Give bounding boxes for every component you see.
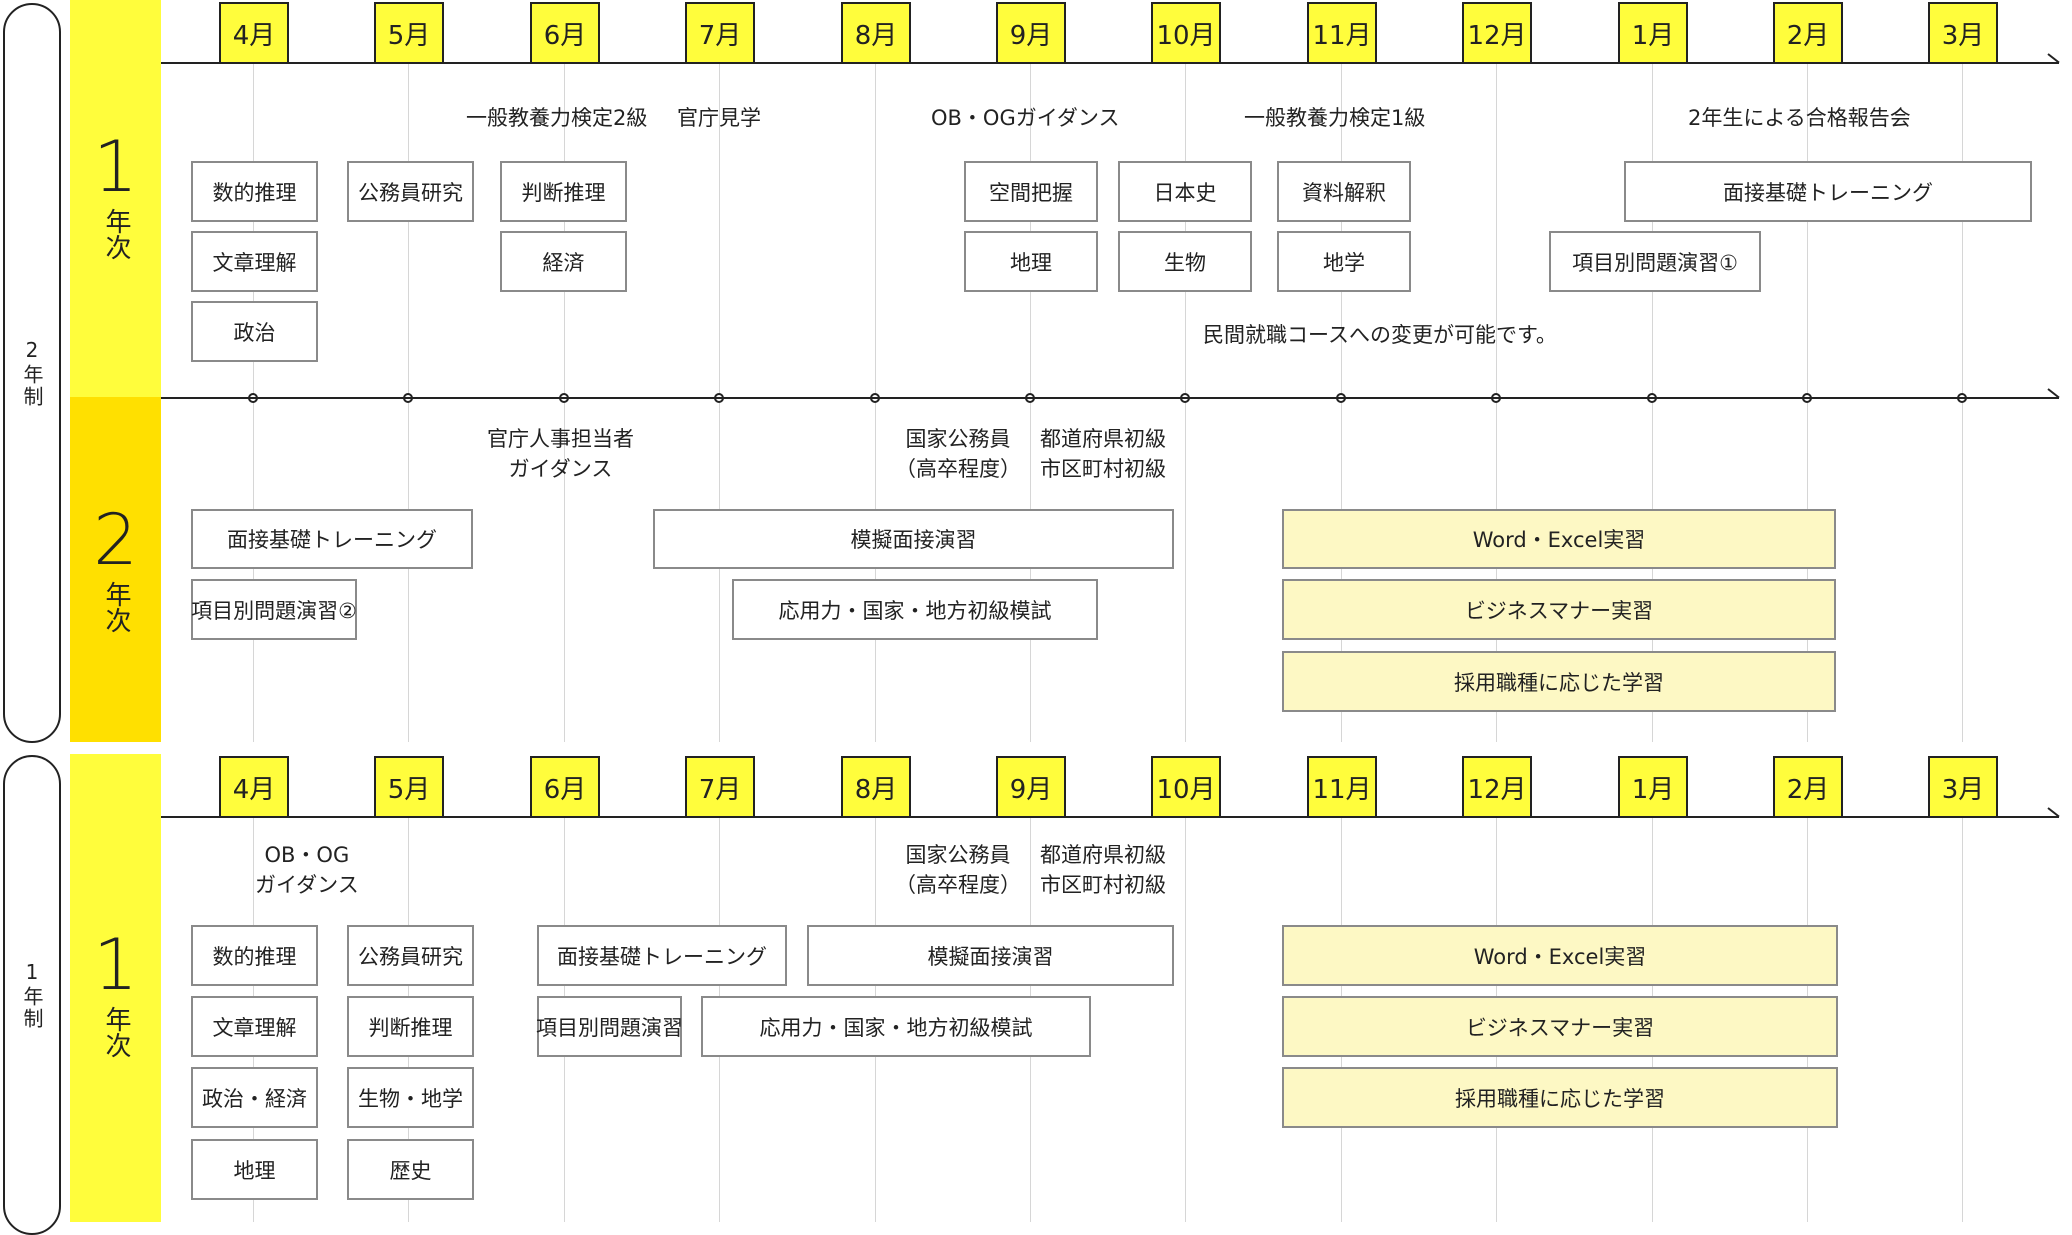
year-label-2y-first: 1 年次 (70, 132, 161, 260)
timeline-bottom (161, 816, 2059, 818)
note-kancho-jinji: 官庁人事担当者 ガイダンス (487, 427, 634, 482)
box-word-excel-1y: Word・Excel実習 (1282, 925, 1838, 986)
month-header: 1月 (1618, 756, 1688, 816)
box-koumuin-kenkyu: 公務員研究 (347, 161, 474, 222)
box-business-manner-1y: ビジネスマナー実習 (1282, 996, 1838, 1057)
month-header: 10月 (1151, 2, 1221, 62)
box-suteki-suiri-1y: 数的推理 (191, 925, 318, 986)
note-kancho-kengaku: 官庁見学 (677, 106, 761, 130)
month-header: 5月 (374, 756, 444, 816)
note-obog-guidance: OB・OGガイダンス (931, 106, 1120, 130)
month-header: 6月 (530, 2, 600, 62)
year-number: 1 (93, 924, 138, 1006)
box-seiji: 政治 (191, 301, 318, 362)
box-chigaku: 地学 (1277, 231, 1411, 292)
month-header: 3月 (1928, 2, 1998, 62)
box-koumuin-kenkyu-1y: 公務員研究 (347, 925, 474, 986)
program-one-year: 1年制 (3, 755, 61, 1235)
box-mensetsu-kiso-y1: 面接基礎トレーニング (1624, 161, 2032, 222)
box-mogi-mensetsu-y2: 模擬面接演習 (653, 509, 1174, 569)
year-kanji: 年次 (101, 1006, 132, 1058)
box-chiri-1y: 地理 (191, 1139, 318, 1200)
box-koumokubetsu-1y: 項目別問題演習 (536, 996, 683, 1057)
month-header: 7月 (685, 756, 755, 816)
note-obog-short: OB・OG ガイダンス (255, 843, 359, 898)
box-seibutsu: 生物 (1118, 231, 1252, 292)
year-number: 2 (93, 499, 138, 581)
year-band-2y-second (70, 397, 161, 742)
box-business-manner-y2: ビジネスマナー実習 (1282, 579, 1836, 640)
box-saiyou-gakushu-1y: 採用職種に応じた学習 (1282, 1067, 1838, 1128)
year-label-1y: 1 年次 (70, 930, 161, 1058)
box-seibutsu-chigaku-1y: 生物・地学 (347, 1067, 474, 1128)
year-band-1y (70, 754, 161, 1222)
year-band-2y-first (70, 0, 161, 397)
note-kokka-kousotsu-b: 国家公務員 （高卒程度） (895, 843, 1021, 898)
month-header: 6月 (530, 756, 600, 816)
program-two-year-label: 2年制 (20, 338, 44, 408)
month-header: 8月 (841, 2, 911, 62)
box-handan-suiri-1y: 判断推理 (347, 996, 474, 1057)
note-kokka-kousotsu-a: 国家公務員 （高卒程度） (895, 427, 1021, 482)
month-header: 4月 (219, 756, 289, 816)
box-suteki-suiri: 数的推理 (191, 161, 318, 222)
year-kanji: 年次 (101, 208, 132, 260)
month-gridline (1962, 816, 1963, 1222)
month-header: 1月 (1618, 2, 1688, 62)
month-header: 9月 (996, 2, 1066, 62)
box-mensetsu-kiso-y2: 面接基礎トレーニング (191, 509, 473, 569)
box-rekishi-1y: 歴史 (347, 1139, 474, 1200)
month-header: 10月 (1151, 756, 1221, 816)
box-handan-suiri: 判断推理 (500, 161, 627, 222)
box-keizai: 経済 (500, 231, 627, 292)
month-header: 12月 (1462, 2, 1532, 62)
month-header: 2月 (1773, 756, 1843, 816)
month-header: 11月 (1307, 756, 1377, 816)
box-chiri: 地理 (964, 231, 1098, 292)
box-seiji-keizai-1y: 政治・経済 (191, 1067, 318, 1128)
program-one-year-label: 1年制 (20, 960, 44, 1030)
note-minkan-change: 民間就職コースへの変更が可能です。 (1203, 323, 1557, 347)
box-koumokubetsu-2: 項目別問題演習② (191, 579, 357, 640)
timeline-middle (161, 397, 2059, 399)
box-koumokubetsu-1: 項目別問題演習① (1549, 231, 1761, 292)
month-header: 5月 (374, 2, 444, 62)
note-todofuken-b: 都道府県初級 市区町村初級 (1040, 843, 1166, 898)
month-header: 8月 (841, 756, 911, 816)
month-header: 4月 (219, 2, 289, 62)
box-bunsho-rikai-1y: 文章理解 (191, 996, 318, 1057)
month-header: 9月 (996, 756, 1066, 816)
box-mensetsu-kiso-1y: 面接基礎トレーニング (537, 925, 787, 986)
program-two-year: 2年制 (3, 3, 61, 743)
month-gridline (1185, 816, 1186, 1222)
month-header: 11月 (1307, 2, 1377, 62)
timeline-top (161, 62, 2059, 64)
note-ippan-1kyu: 一般教養力検定1級 (1244, 106, 1426, 130)
box-bunsho-rikai: 文章理解 (191, 231, 318, 292)
box-shiryo-kaishaku: 資料解釈 (1277, 161, 1411, 222)
note-todofuken-a: 都道府県初級 市区町村初級 (1040, 427, 1166, 482)
box-mogi-mensetsu-1y: 模擬面接演習 (807, 925, 1174, 986)
box-nihonshi: 日本史 (1118, 161, 1252, 222)
year-label-2y-second: 2 年次 (70, 505, 161, 633)
month-header: 3月 (1928, 756, 1998, 816)
note-ippan-2kyu: 一般教養力検定2級 (466, 106, 648, 130)
year-number: 1 (93, 126, 138, 208)
year-kanji: 年次 (101, 581, 132, 633)
note-gokaku-houkoku: 2年生による合格報告会 (1688, 106, 1911, 130)
box-ouyou-moshi-y2: 応用力・国家・地方初級模試 (732, 579, 1098, 640)
box-saiyou-gakushu-y2: 採用職種に応じた学習 (1282, 651, 1836, 712)
box-word-excel-y2: Word・Excel実習 (1282, 509, 1836, 569)
box-ouyou-moshi-1y: 応用力・国家・地方初級模試 (701, 996, 1091, 1057)
month-header: 2月 (1773, 2, 1843, 62)
box-kukan-haaku: 空間把握 (964, 161, 1098, 222)
month-header: 12月 (1462, 756, 1532, 816)
month-header: 7月 (685, 2, 755, 62)
